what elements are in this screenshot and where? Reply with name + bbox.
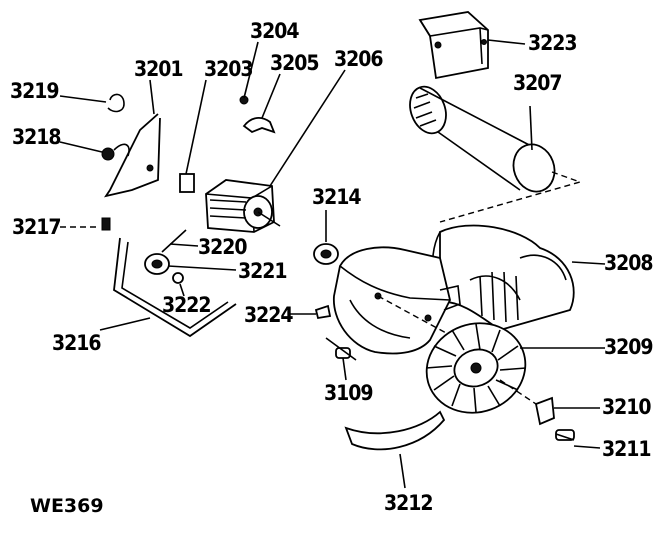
label-3210: 3210 [602,395,651,419]
label-3205: 3205 [270,51,319,75]
part-3207-duct [409,85,583,223]
label-3223: 3223 [528,31,577,55]
label-3214: 3214 [312,185,361,209]
part-3205-clamp [242,73,281,134]
label-3224: 3224 [244,303,293,327]
part-3204-screw [239,41,259,105]
label-3222: 3222 [162,293,211,317]
label-3209: 3209 [604,335,653,359]
part-3223-vent-bracket [418,11,526,80]
part-3109-screw [325,337,357,381]
label-3221: 3221 [238,259,287,283]
label-3206: 3206 [334,47,383,71]
part-3203-switch [179,79,207,193]
part-3219-hook [59,93,125,113]
label-3218: 3218 [12,125,61,149]
label-3201: 3201 [134,57,183,81]
part-3224-clip [290,304,332,320]
label-3219: 3219 [10,79,59,103]
part-3210-clip [534,396,600,426]
part-3218-spring [59,141,130,161]
part-3209-blower-wheel [425,322,605,414]
part-3212-shield [344,410,446,489]
part-3214-bearing [313,210,339,265]
part-3206-motor [205,69,346,233]
part-3220-idler-arm [161,229,199,253]
part-3222-washer [172,272,185,297]
label-3216: 3216 [52,331,101,355]
part-3221-pulley [144,253,237,275]
part-3201-bracket [103,79,161,198]
part-3211-screw [555,429,601,449]
label-3212: 3212 [384,491,433,515]
part-3217-screw [60,217,111,231]
part-3208-blower-duct [431,224,606,331]
blower-housing [333,246,471,355]
diagram-code: WE369 [30,495,104,517]
label-3211: 3211 [602,437,651,461]
label-3217: 3217 [12,215,61,239]
label-3203: 3203 [204,57,253,81]
label-3207: 3207 [513,71,562,95]
label-3109: 3109 [324,381,373,405]
label-3208: 3208 [604,251,653,275]
label-3204: 3204 [250,19,299,43]
label-3220: 3220 [198,235,247,259]
